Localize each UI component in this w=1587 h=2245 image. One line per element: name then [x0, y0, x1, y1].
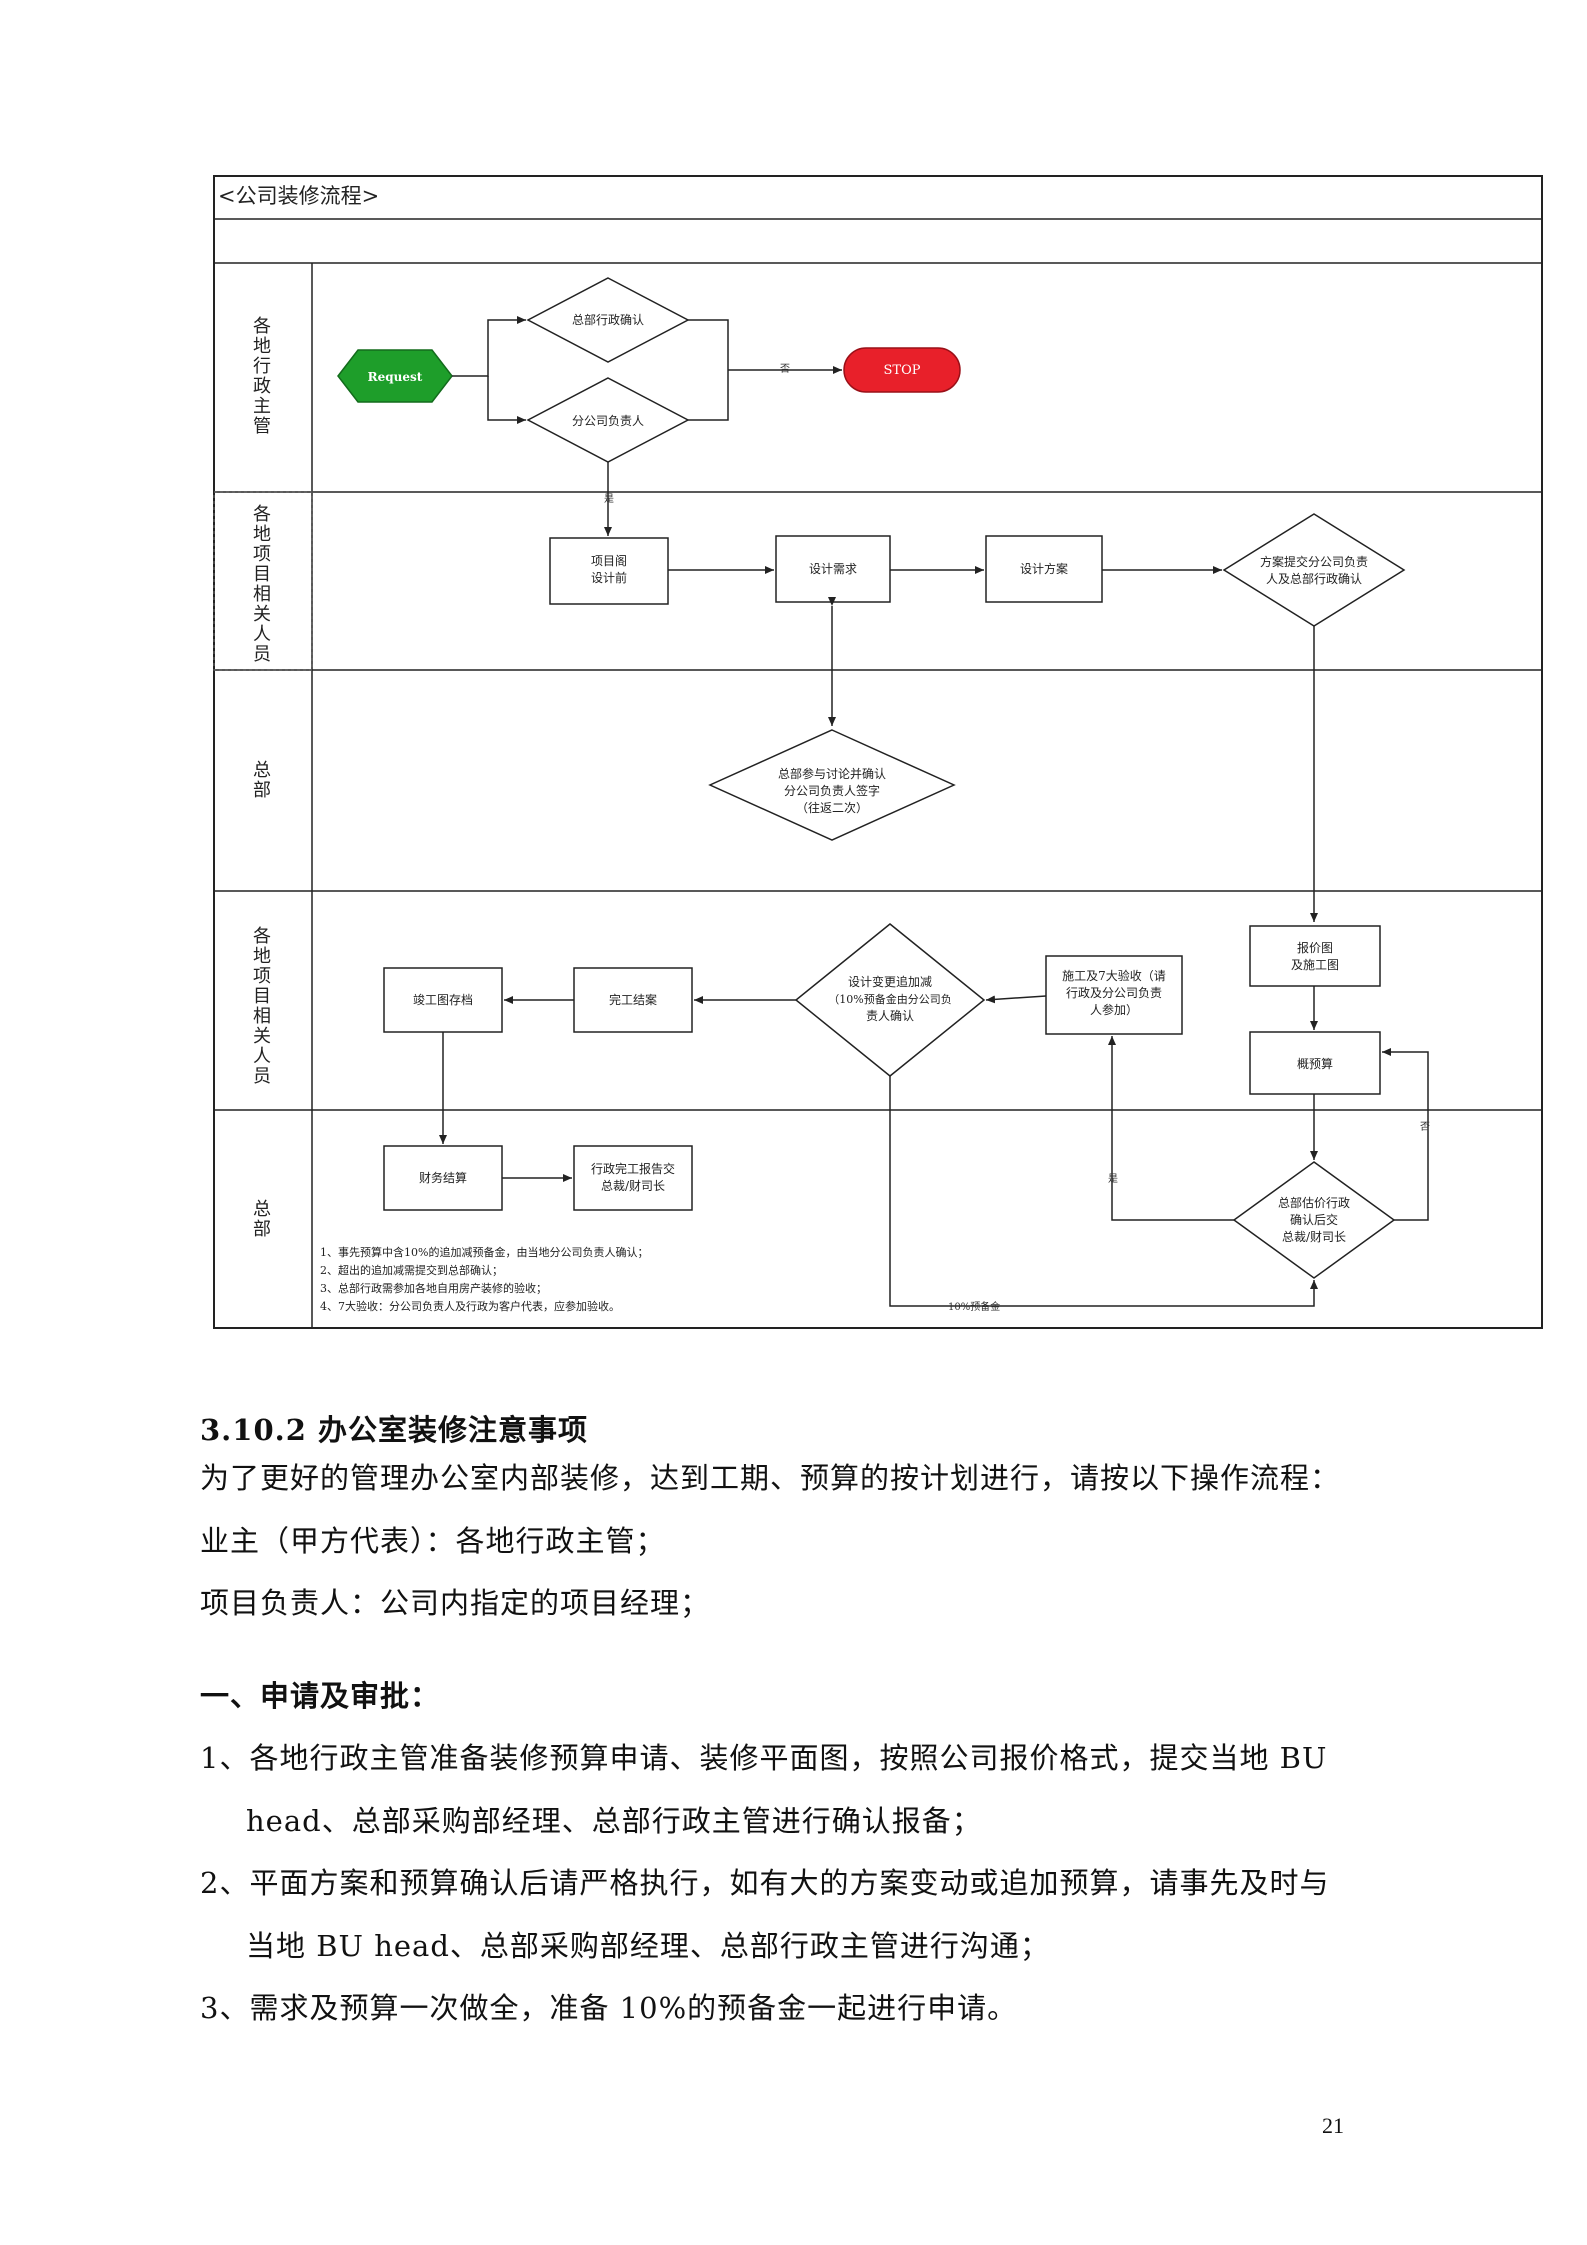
svg-text:地: 地	[253, 336, 271, 357]
svg-text:部: 部	[253, 780, 271, 801]
svg-text:各: 各	[253, 926, 271, 947]
admin-report-label-1: 行政完工报告交	[591, 1161, 675, 1176]
section-intro: 为了更好的管理办公室内部装修，达到工期、预算的按计划进行，请按以下操作流程：	[200, 1461, 1341, 1495]
design-change-label-1: 设计变更追加减	[848, 974, 932, 989]
construction-label-2: 行政及分公司负责	[1066, 986, 1162, 1000]
page-number: 21	[1322, 2113, 1344, 2138]
svg-text:部: 部	[253, 1219, 271, 1240]
subheading: 一、申请及审批：	[200, 1679, 441, 1713]
edge-label-no-right: 否	[1420, 1121, 1430, 1133]
svg-text:地: 地	[253, 946, 271, 967]
hq-admin-confirm-diamond	[526, 277, 690, 363]
svg-text:相: 相	[253, 584, 271, 605]
submit-confirm-label-2: 人及总部行政确认	[1266, 571, 1362, 586]
svg-text:主: 主	[253, 396, 271, 417]
svg-text:关: 关	[253, 604, 271, 625]
edge-label-no-top: 否	[780, 363, 790, 375]
lane-label-regional-admin: 各 地 行 政 主 管	[253, 316, 271, 437]
note-1: 1、事先预算中含10%的追加减预备金，由当地分公司负责人确认；	[320, 1245, 648, 1259]
note-2: 2、超出的追加减需提交到总部确认；	[320, 1263, 503, 1277]
hq-evaluation-label-3: 总裁/财司长	[1282, 1230, 1346, 1244]
svg-text:政: 政	[253, 376, 271, 397]
item-1-line-1: 1、各地行政主管准备装修预算申请、装修平面图，按照公司报价格式，提交当地 BU	[200, 1741, 1328, 1775]
construction-label-1: 施工及7大验收（请	[1062, 968, 1166, 983]
lane-label-project-staff: 各 地 项 目 相 关 人 员	[253, 504, 271, 665]
hq-discuss-label-2: 分公司负责人签字	[784, 783, 880, 798]
svg-text:人: 人	[253, 624, 271, 645]
svg-text:总: 总	[253, 760, 271, 781]
svg-text:行: 行	[253, 356, 271, 377]
item-1-line-2: head、总部采购部经理、总部行政主管进行确认报备；	[246, 1804, 982, 1838]
note-3: 3、总部行政需参加各地自用房产装修的验收；	[320, 1281, 547, 1295]
project-design-label-2: 设计前	[591, 570, 627, 585]
pm-line: 项目负责人：公司内指定的项目经理；	[200, 1586, 711, 1620]
construction-label-3: 人参加）	[1090, 1002, 1138, 1017]
admin-report-box	[573, 1145, 693, 1211]
hq-admin-confirm-label: 总部行政确认	[572, 312, 644, 327]
flowchart-title: <公司装修流程>	[218, 184, 379, 208]
svg-text:关: 关	[253, 1026, 271, 1047]
flowchart-frame	[213, 175, 1543, 1329]
submit-confirm-diamond	[1222, 513, 1406, 627]
quote-drawing-label-2: 及施工图	[1291, 958, 1339, 972]
quote-drawing-box	[1249, 925, 1381, 987]
svg-text:项: 项	[253, 966, 271, 987]
design-change-label-3: 责人确认	[866, 1009, 914, 1023]
svg-text:各: 各	[253, 504, 271, 525]
lane-label-hq: 总 部	[253, 760, 271, 801]
svg-text:相: 相	[253, 1006, 271, 1027]
svg-text:目: 目	[253, 564, 271, 585]
design-plan-label: 设计方案	[1020, 561, 1068, 576]
hq-evaluation-label-2: 确认后交	[1290, 1212, 1338, 1227]
item-3-line-1: 3、需求及预算一次做全，准备 10%的预备金一起进行申请。	[200, 1991, 1018, 2025]
finance-settlement-label: 财务结算	[419, 1170, 467, 1185]
lane-label-hq-2: 总 部	[253, 1199, 271, 1240]
edge-label-yes-down: 是	[604, 493, 614, 505]
construction-box	[1045, 955, 1183, 1035]
hq-discuss-label-3: （往返二次）	[796, 800, 868, 815]
svg-text:总: 总	[253, 1199, 271, 1220]
quote-drawing-label-1: 报价图	[1297, 940, 1333, 955]
design-requirement-label: 设计需求	[809, 562, 857, 576]
project-design-box	[549, 537, 669, 605]
request-label: Request	[368, 370, 423, 384]
branch-head-label: 分公司负责人	[572, 414, 644, 428]
project-design-label-1: 项目阁	[591, 554, 627, 568]
svg-text:人: 人	[253, 1046, 271, 1067]
edge-label-yes-left: 是	[1108, 1173, 1118, 1185]
note-4: 4、7大验收：分公司负责人及行政为客户代表，应参加验收。	[320, 1299, 620, 1313]
lane-label-project-staff-2: 各 地 项 目 相 关 人 员	[253, 926, 271, 1087]
design-plan-box	[985, 535, 1103, 603]
stop-terminator	[843, 347, 961, 393]
svg-text:项: 项	[253, 544, 271, 565]
as-built-label: 竣工图存档	[413, 992, 473, 1007]
flowchart: <公司装修流程> 各 地 行 政 主 管 各 地 项 目 相 关 人 员 总 部…	[213, 175, 1543, 1329]
section-heading: 3.10.2 办公室装修注意事项	[200, 1413, 589, 1447]
hq-discuss-label-1: 总部参与讨论并确认	[778, 766, 886, 781]
admin-report-label-2: 总裁/财司长	[601, 1179, 665, 1193]
svg-text:地: 地	[253, 524, 271, 545]
design-change-label-2: （10%预备金由分公司负	[828, 992, 951, 1006]
svg-text:员: 员	[253, 1066, 271, 1087]
item-2-line-1: 2、平面方案和预算确认后请严格执行，如有大的方案变动或追加预算，请事先及时与	[200, 1866, 1330, 1900]
finance-settlement-box	[383, 1145, 503, 1211]
hq-evaluation-diamond	[1232, 1161, 1396, 1279]
svg-text:各: 各	[253, 316, 271, 337]
svg-text:目: 目	[253, 986, 271, 1007]
completion-box	[573, 967, 693, 1033]
hq-discuss-diamond	[708, 729, 956, 841]
estimate-label: 概预算	[1297, 1056, 1333, 1071]
estimate-box	[1249, 1031, 1381, 1095]
hq-evaluation-label-1: 总部估价行政	[1278, 1195, 1350, 1210]
completion-label: 完工结案	[609, 992, 657, 1007]
item-2-line-2: 当地 BU head、总部采购部经理、总部行政主管进行沟通；	[246, 1929, 1050, 1963]
submit-confirm-label-1: 方案提交分公司负责	[1260, 554, 1368, 569]
design-requirement-box	[775, 535, 891, 603]
edge-label-reserve: 10%预备金	[948, 1300, 1000, 1313]
owner-line: 业主（甲方代表）：各地行政主管；	[200, 1524, 666, 1558]
svg-text:员: 员	[253, 644, 271, 665]
svg-text:管: 管	[253, 416, 271, 437]
stop-label: STOP	[884, 363, 921, 378]
